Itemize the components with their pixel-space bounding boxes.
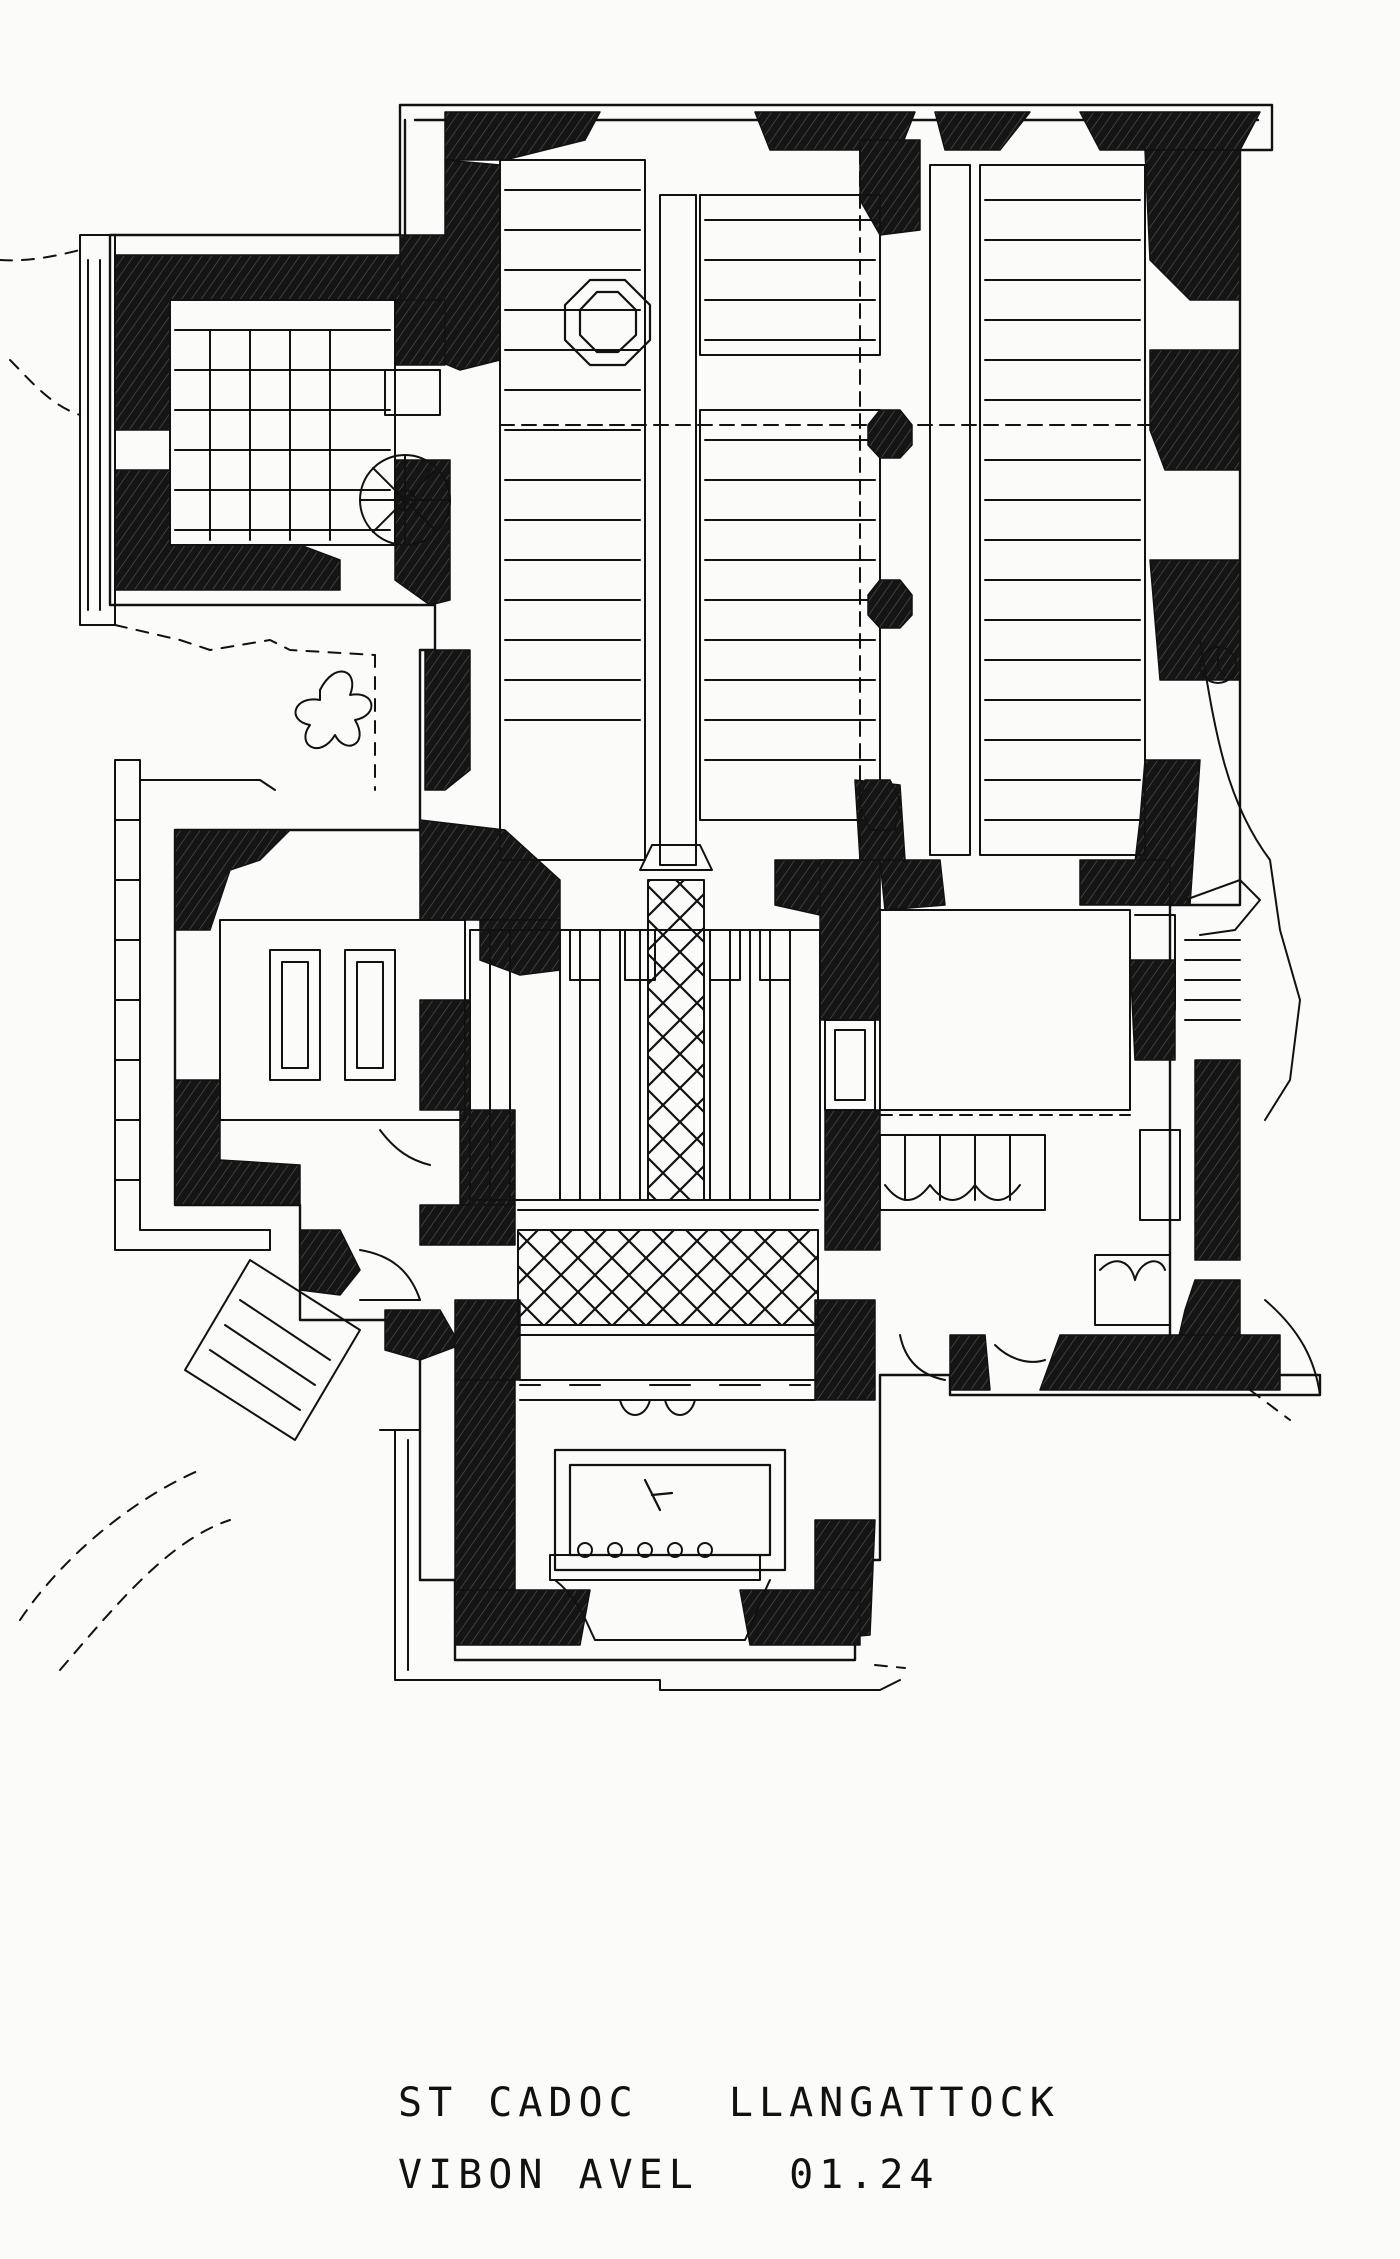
chancel-boundary [379, 1429, 901, 1691]
planting-symbol [294, 670, 373, 750]
nave-pews-center [699, 149, 881, 861]
west-lean-to [114, 759, 276, 1251]
caption-title: ST CADOC LLANGATTOCK [398, 2080, 1060, 2126]
nave-columns [859, 409, 913, 831]
caption-location-date: VIBON AVEL 01.24 [398, 2152, 940, 2198]
lattice-screen-horizontal [517, 1209, 819, 1336]
altar [553, 1448, 787, 1572]
altar-rail [549, 1542, 771, 1641]
tower-room [79, 234, 441, 626]
lattice-screen-vertical [639, 844, 713, 1201]
vestry-screen [824, 1019, 1046, 1381]
south-porch [184, 1249, 421, 1441]
nave-pews-east [929, 164, 1146, 856]
baptismal-font [563, 278, 652, 367]
nave-pews-west [499, 159, 646, 861]
site-lines [0, 249, 1291, 1671]
spiral-stair [359, 454, 451, 546]
nave-central-aisle [499, 194, 1151, 866]
chancel [519, 1379, 816, 1416]
vestry [879, 639, 1321, 1396]
south-chapel [219, 919, 466, 1166]
hatched-walls [114, 111, 1281, 1646]
